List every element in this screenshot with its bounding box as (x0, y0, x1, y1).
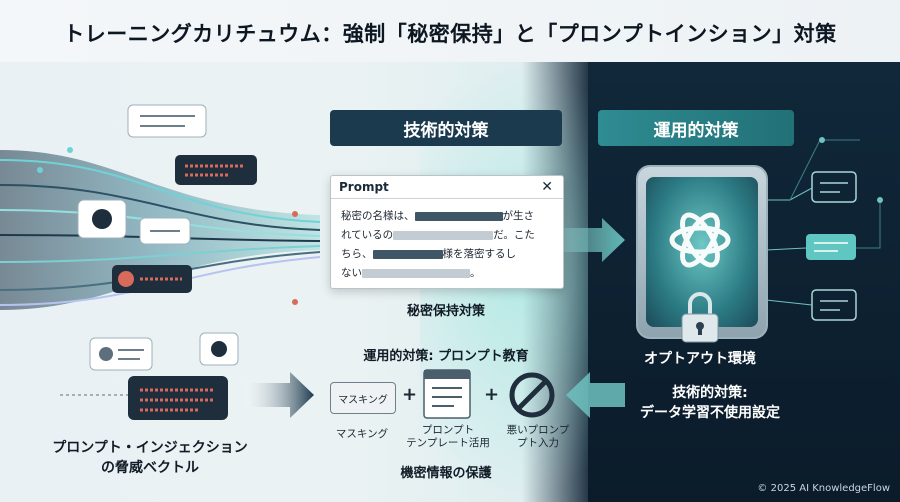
confidential-caption: 機密情報の保護 (400, 466, 492, 481)
prompt-text: 様を落密するし (442, 248, 517, 260)
redaction-bar (372, 249, 443, 259)
prompt-text: れているの (341, 229, 394, 241)
redaction-bar (414, 211, 503, 221)
bad-prompt-label: 悪いプロンプ プト入力 (498, 424, 578, 450)
tech-setting-caption: 技術的対策: データ学習不使用設定 (620, 382, 800, 422)
prompt-text: 秘密の名様は、 (341, 210, 415, 222)
template-label-line: プロンプト (421, 424, 475, 436)
ops-education-caption: 運用的対策: プロンプト教育 (363, 349, 529, 364)
arrow-to-education (245, 372, 314, 418)
threat-caption-line: プロンプト・インジェクション (52, 440, 248, 456)
technical-measures-label: 技術的対策 (330, 110, 562, 146)
masking-chip: マスキング (330, 382, 396, 414)
ai-knot-icon (669, 212, 731, 268)
template-label-line: テンプレート活用 (406, 437, 490, 449)
masking-label: マスキング (335, 428, 389, 440)
speech-bubble (127, 104, 207, 138)
prompt-text: 。 (470, 267, 481, 279)
threat-vector-caption: プロンプト・インジェクション の脅威ベクトル (20, 437, 280, 477)
arrow-to-tablet (562, 218, 625, 262)
prompt-window: Prompt ✕ 秘密の名様は、 が生さ れているの だ。こた ちら、 様を落密するし… (330, 175, 564, 289)
title-bar (0, 0, 900, 62)
flow-line (0, 245, 321, 263)
copyright: © 2025 AI KnowledgeFlow (757, 483, 890, 494)
prohibited-icon (509, 372, 555, 418)
operational-measures-label: 運用的対策 (598, 110, 794, 146)
tech-setting-line: 技術的対策: (672, 385, 748, 401)
speech-bubble (89, 337, 153, 371)
lock-icon (681, 292, 719, 343)
chat-icon (806, 234, 856, 260)
bad-prompt-label-line: プト入力 (517, 437, 559, 449)
prompt-header: Prompt ✕ (331, 176, 563, 199)
chat-icon (811, 171, 857, 203)
prompt-text: だ。こた (493, 229, 535, 241)
template-label: プロンプト テンプレート活用 (400, 424, 496, 450)
malicious-bubble (175, 155, 257, 185)
flow-line (0, 184, 321, 231)
redaction-bar (362, 268, 470, 278)
page-title: トレーニングカリチュウム：強制「秘密保持」と「プロンプトインション」対策 (63, 22, 837, 46)
redaction-bar (393, 230, 494, 240)
arrow-from-settings (566, 372, 625, 418)
prompt-text: ない (341, 267, 362, 279)
threat-caption-line: の脅威ベクトル (101, 460, 199, 476)
bad-prompt-label-line: 悪いプロンプ (506, 424, 570, 436)
plus-icon: + (484, 384, 500, 405)
prompt-body: 秘密の名様は、 が生さ れているの だ。こた ちら、 様を落密するし ない 。 (331, 199, 563, 291)
tech-setting-line: データ学習不使用設定 (640, 405, 780, 421)
prompt-text: が生さ (502, 210, 535, 222)
flow-line (0, 159, 321, 223)
opt-out-caption: オプトアウト環境 (644, 351, 756, 367)
plus-icon: + (402, 384, 418, 405)
prompt-title: Prompt (339, 180, 389, 194)
prompt-text: ちら、 (341, 248, 373, 260)
close-icon[interactable]: ✕ (541, 179, 553, 195)
secret-keeping-caption: 秘密保持対策 (406, 304, 485, 319)
